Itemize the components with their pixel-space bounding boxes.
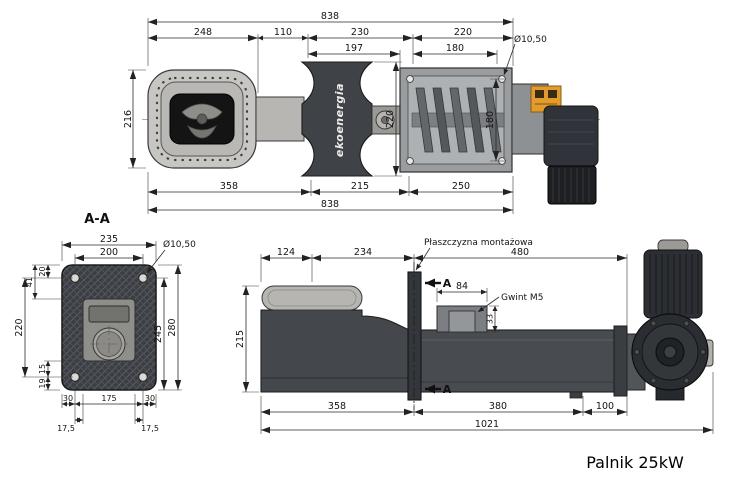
- section-label: A-A: [84, 212, 110, 227]
- head-screw-ring: [155, 76, 249, 162]
- gearbox: [511, 83, 562, 155]
- dim-15: 15: [38, 364, 47, 374]
- dim-17-5-left: 17,5: [57, 424, 75, 433]
- dim-total-1021: 1021: [475, 419, 499, 430]
- dim-30-right: 30: [145, 394, 155, 403]
- side-view: A A 124 234 480 Płaszczyzna montażowa 84…: [235, 238, 714, 434]
- section-view: A-A 235 200 Ø10,50: [14, 212, 196, 433]
- dim-180-top: 180: [446, 43, 464, 54]
- drain-tab: [569, 391, 583, 399]
- mounting-plane-label: Płaszczyzna montażowa: [424, 238, 533, 248]
- burner-head: [147, 69, 257, 169]
- dim-220-top: 220: [454, 27, 472, 38]
- dim-total-bottom: 838: [321, 199, 339, 210]
- dim-235: 235: [100, 234, 118, 245]
- thread-label: Gwint M5: [501, 293, 543, 303]
- dim-17-5-right: 17,5: [141, 424, 159, 433]
- dim-215-top: 215: [351, 181, 369, 192]
- section-mark-label: A: [443, 383, 452, 396]
- dim-124: 124: [277, 247, 295, 258]
- mounting-plate-side: [407, 271, 422, 401]
- dim-175: 175: [101, 394, 116, 403]
- motor-side: [631, 239, 714, 401]
- side-view-dimensions: 124 234 480 Płaszczyzna montażowa 84 Gwi…: [235, 238, 713, 434]
- dim-110: 110: [274, 27, 292, 38]
- top-view: ekoenergia: [123, 11, 600, 214]
- dim-220-section: 220: [14, 318, 25, 336]
- dim-248: 248: [194, 27, 212, 38]
- feeder-housing: [399, 67, 513, 173]
- dim-234: 234: [354, 247, 372, 258]
- dim-230: 230: [351, 27, 369, 38]
- plate-bolt-hole: [138, 372, 148, 382]
- thread-boss: [436, 305, 488, 333]
- section-arrow-bottom: A: [425, 383, 452, 396]
- housing-bolt-hole: [406, 75, 414, 83]
- dim-19: 19: [38, 378, 47, 388]
- dim-200: 200: [100, 247, 118, 258]
- dim-380: 380: [489, 401, 507, 412]
- dim-215-side: 215: [235, 330, 246, 348]
- page-title: Palnik 25kW: [586, 453, 684, 472]
- dim-84: 84: [456, 281, 468, 292]
- gear-housing: [631, 313, 709, 391]
- dim-220-mid: 220: [385, 110, 396, 128]
- dim-245: 245: [153, 325, 164, 343]
- top-view-dimensions: 838 248 110 230 220 197 180 Ø10,50 216 2…: [123, 11, 547, 214]
- brand-logo: ekoenergia: [333, 83, 346, 157]
- dim-250: 250: [452, 181, 470, 192]
- dim-20: 20: [38, 266, 47, 276]
- dim-358-side: 358: [328, 401, 346, 412]
- hopper-lid: [261, 285, 363, 311]
- drive-motor: [543, 105, 599, 205]
- plate-opening: [82, 298, 136, 365]
- connecting-tube: [255, 96, 305, 142]
- burner-body: [260, 309, 411, 393]
- housing-bolt-hole: [406, 157, 414, 165]
- turbulator: [181, 103, 223, 139]
- dim-41: 41: [25, 277, 34, 287]
- tube-end-flange: [613, 325, 628, 397]
- mounting-flange: ekoenergia: [300, 61, 374, 177]
- mounting-plate-section: [61, 264, 157, 391]
- dim-33: 33: [486, 314, 495, 324]
- section-arrow-top: A: [425, 277, 452, 290]
- dim-480: 480: [511, 247, 529, 258]
- dim-hole-dia-section: Ø10,50: [163, 239, 196, 250]
- dim-216: 216: [123, 110, 134, 128]
- dim-hole-dia-top: Ø10,50: [514, 34, 547, 45]
- dim-30-left: 30: [63, 394, 73, 403]
- dim-197: 197: [345, 43, 363, 54]
- dim-358-top: 358: [220, 181, 238, 192]
- dim-180-right: 180: [485, 111, 496, 129]
- dim-280: 280: [167, 318, 178, 336]
- section-mark-label: A: [443, 277, 452, 290]
- section-view-dimensions: 235 200 Ø10,50 20 41 220 15 19 245 280 3…: [14, 234, 196, 433]
- dim-total-top: 838: [321, 11, 339, 22]
- dim-100: 100: [596, 401, 614, 412]
